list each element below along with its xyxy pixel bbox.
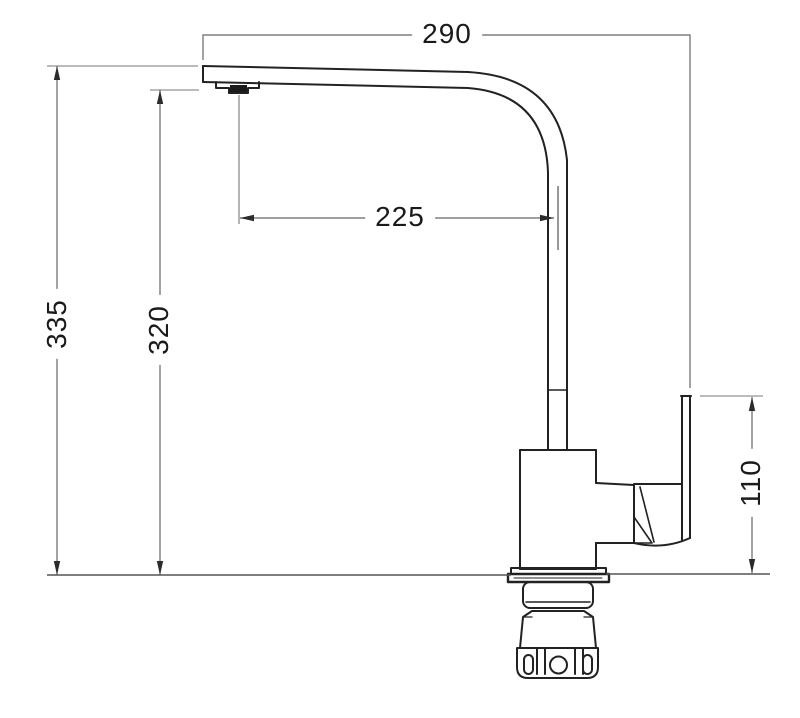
faucet-outline <box>202 65 692 679</box>
faucet-body <box>519 449 635 570</box>
arrow-down-icon <box>748 559 756 573</box>
handle-lever <box>633 395 692 547</box>
dimension-label-spout-reach: 225 <box>365 201 435 233</box>
dimension-label-handle-height: 110 <box>735 449 767 517</box>
arrow-right-icon <box>540 214 554 222</box>
dimension-label-overall-height: 335 <box>41 289 73 359</box>
aerator-outlet <box>215 81 260 94</box>
arrowheads <box>53 66 756 575</box>
baseline <box>47 573 770 576</box>
spout-outline <box>202 65 568 451</box>
arrow-up-icon <box>53 66 61 80</box>
mounting-base <box>506 567 611 679</box>
right-slot-hole <box>582 654 593 675</box>
center-hole <box>549 655 568 675</box>
arrow-up-icon <box>156 90 164 104</box>
arrow-left-icon <box>240 214 254 222</box>
dimension-label-overall-width: 290 <box>412 18 482 50</box>
arrow-down-icon <box>53 561 61 575</box>
arrow-up-icon <box>748 397 756 411</box>
extension-lines <box>47 65 763 397</box>
arrow-down-icon <box>156 561 164 575</box>
left-slot-hole <box>523 654 534 675</box>
dimension-label-spout-height: 320 <box>143 295 175 365</box>
